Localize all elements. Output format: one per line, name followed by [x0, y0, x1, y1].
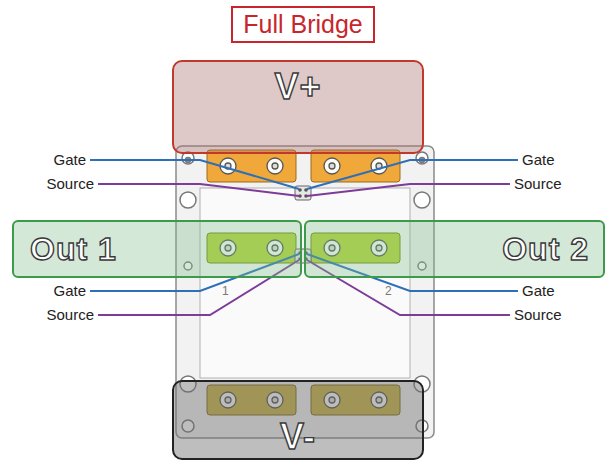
output-band: Out 2 [304, 220, 605, 278]
signal-name: Source [514, 306, 562, 324]
band-label: V+ [274, 66, 321, 108]
signal-name: Source [46, 175, 94, 193]
output-band: Out 1 [12, 220, 302, 278]
signal-name: Gate [53, 282, 86, 300]
signal-name: Gate [53, 151, 86, 169]
signal-name: Gate [522, 282, 555, 300]
band-label: Out 1 [30, 231, 117, 268]
terminal-bolts [220, 158, 387, 408]
title-box: Full Bridge [231, 6, 375, 43]
signal-name: Source [514, 175, 562, 193]
top-terminals [207, 150, 400, 182]
module-lid [200, 188, 410, 378]
terminal-number: 2 [385, 282, 392, 300]
negative-rail-band: V- [172, 380, 424, 460]
terminal-number: 1 [222, 282, 229, 300]
band-label: V- [280, 416, 316, 458]
positive-rail-band: V+ [172, 60, 424, 154]
band-label: Out 2 [502, 231, 589, 268]
signal-name: Source [46, 306, 94, 324]
signal-name: Gate [522, 151, 555, 169]
